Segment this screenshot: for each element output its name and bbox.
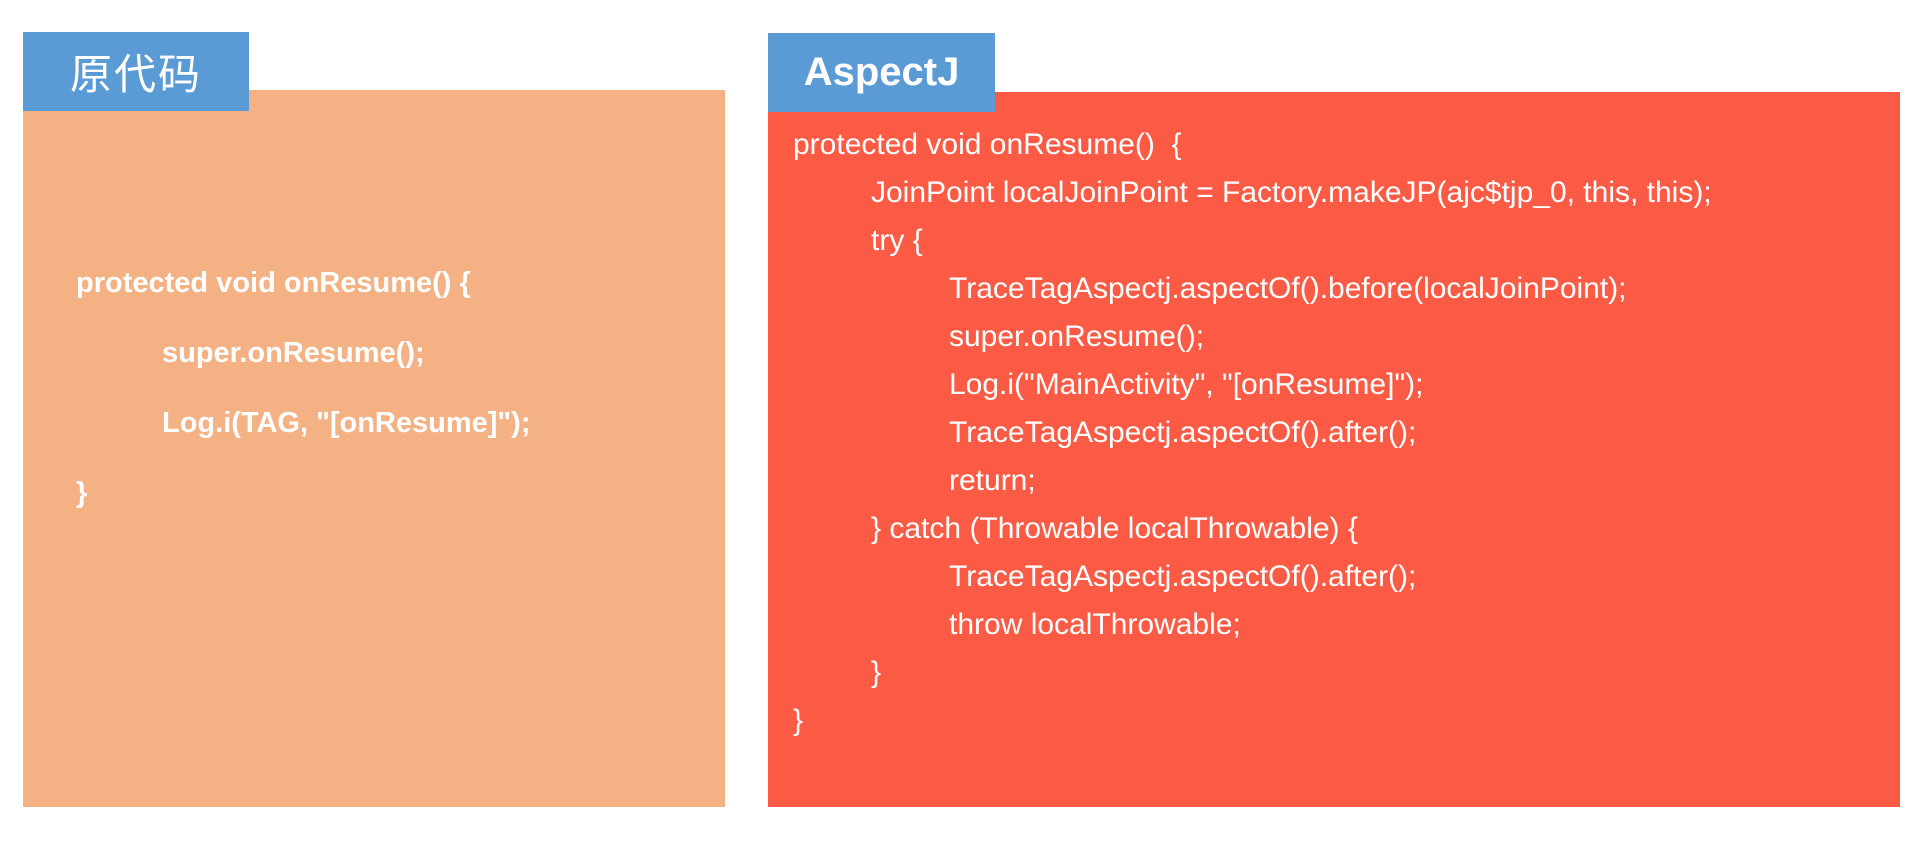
code-line: throw localThrowable;	[949, 608, 1241, 641]
aspectj-code-panel: protected void onResume() { JoinPoint loc…	[768, 92, 1900, 807]
code-line: }	[76, 477, 88, 509]
code-line: TraceTagAspectj.aspectOf().before(localJ…	[949, 272, 1627, 305]
code-line: }	[793, 704, 804, 737]
code-line: TraceTagAspectj.aspectOf().after();	[949, 416, 1417, 449]
aspectj-tab: AspectJ	[768, 33, 995, 112]
code-line: }	[871, 656, 882, 689]
code-line: Log.i("MainActivity", "[onResume]");	[949, 368, 1424, 401]
code-line: Log.i(TAG, "[onResume]");	[162, 407, 531, 439]
aspectj-code-block: protected void onResume() { JoinPoint loc…	[768, 92, 1900, 745]
aspectj-tab-label: AspectJ	[803, 50, 960, 94]
code-line: JoinPoint localJoinPoint = Factory.makeJ…	[871, 176, 1712, 209]
code-line: super.onResume();	[949, 320, 1205, 353]
code-line: } catch (Throwable localThrowable) {	[871, 512, 1358, 545]
original-code-panel: protected void onResume() { super.onResum…	[23, 90, 725, 807]
code-line: protected void onResume() {	[76, 267, 471, 299]
code-line: TraceTagAspectj.aspectOf().after();	[949, 560, 1417, 593]
code-line: super.onResume();	[162, 337, 425, 369]
original-code-tab: 原代码	[23, 32, 249, 111]
code-line: return;	[949, 464, 1036, 497]
original-code-tab-label: 原代码	[69, 50, 202, 99]
code-line: protected void onResume() {	[793, 128, 1182, 161]
code-line: try {	[871, 224, 923, 257]
original-code-block: protected void onResume() { super.onResum…	[23, 90, 725, 528]
